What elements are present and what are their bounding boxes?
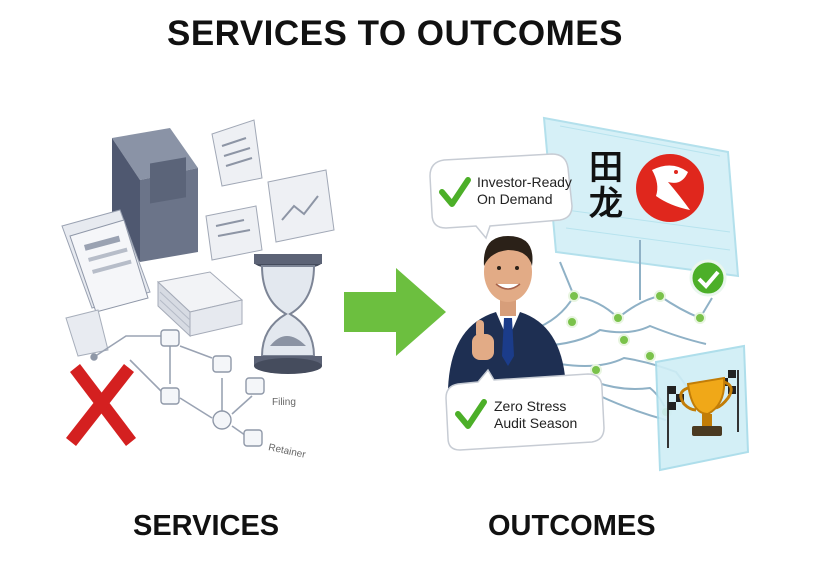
- floating-paper-icon: [211, 119, 263, 187]
- logo-characters: 田 龙: [586, 150, 626, 222]
- bubble-top: [429, 153, 573, 240]
- bubble-top-text: Investor-Ready On Demand: [477, 174, 572, 208]
- outcomes-label: OUTCOMES: [488, 510, 656, 542]
- hourglass-icon: [254, 254, 322, 374]
- right-arrow-icon: [344, 268, 446, 356]
- dragon-logo-icon: [636, 154, 704, 222]
- bubble-top-check-icon: [439, 177, 471, 207]
- trophy-icon: [679, 376, 733, 436]
- services-label: SERVICES: [133, 510, 280, 542]
- floating-form-icon: [205, 205, 263, 261]
- page-title: SERVICES TO OUTCOMES: [166, 14, 623, 53]
- flow-label-filing: Filing: [272, 397, 296, 408]
- logo-char-2: 龙: [589, 184, 623, 224]
- logo-char-1: 田: [589, 148, 623, 188]
- bubble-bottom-check-icon: [455, 399, 487, 429]
- bubble-bottom-line1: Zero Stress: [494, 398, 567, 414]
- bubble-top-line1: Investor-Ready: [477, 174, 572, 190]
- red-cross-icon: [66, 364, 136, 446]
- paper-scroll-icon: [65, 309, 109, 357]
- bubble-bottom-text: Zero Stress Audit Season: [494, 398, 577, 432]
- bubble-bottom-line2: Audit Season: [494, 415, 578, 431]
- floating-chart-paper-icon: [267, 169, 335, 243]
- businessman-icon: [448, 236, 566, 390]
- screen-check-icon: [689, 259, 727, 297]
- bubble-top-line2: On Demand: [477, 191, 553, 207]
- bubble-bottom: [445, 368, 605, 451]
- paper-stack-icon: [156, 271, 244, 338]
- flow-nodes: [90, 329, 265, 447]
- document-stack-icon: [61, 209, 151, 313]
